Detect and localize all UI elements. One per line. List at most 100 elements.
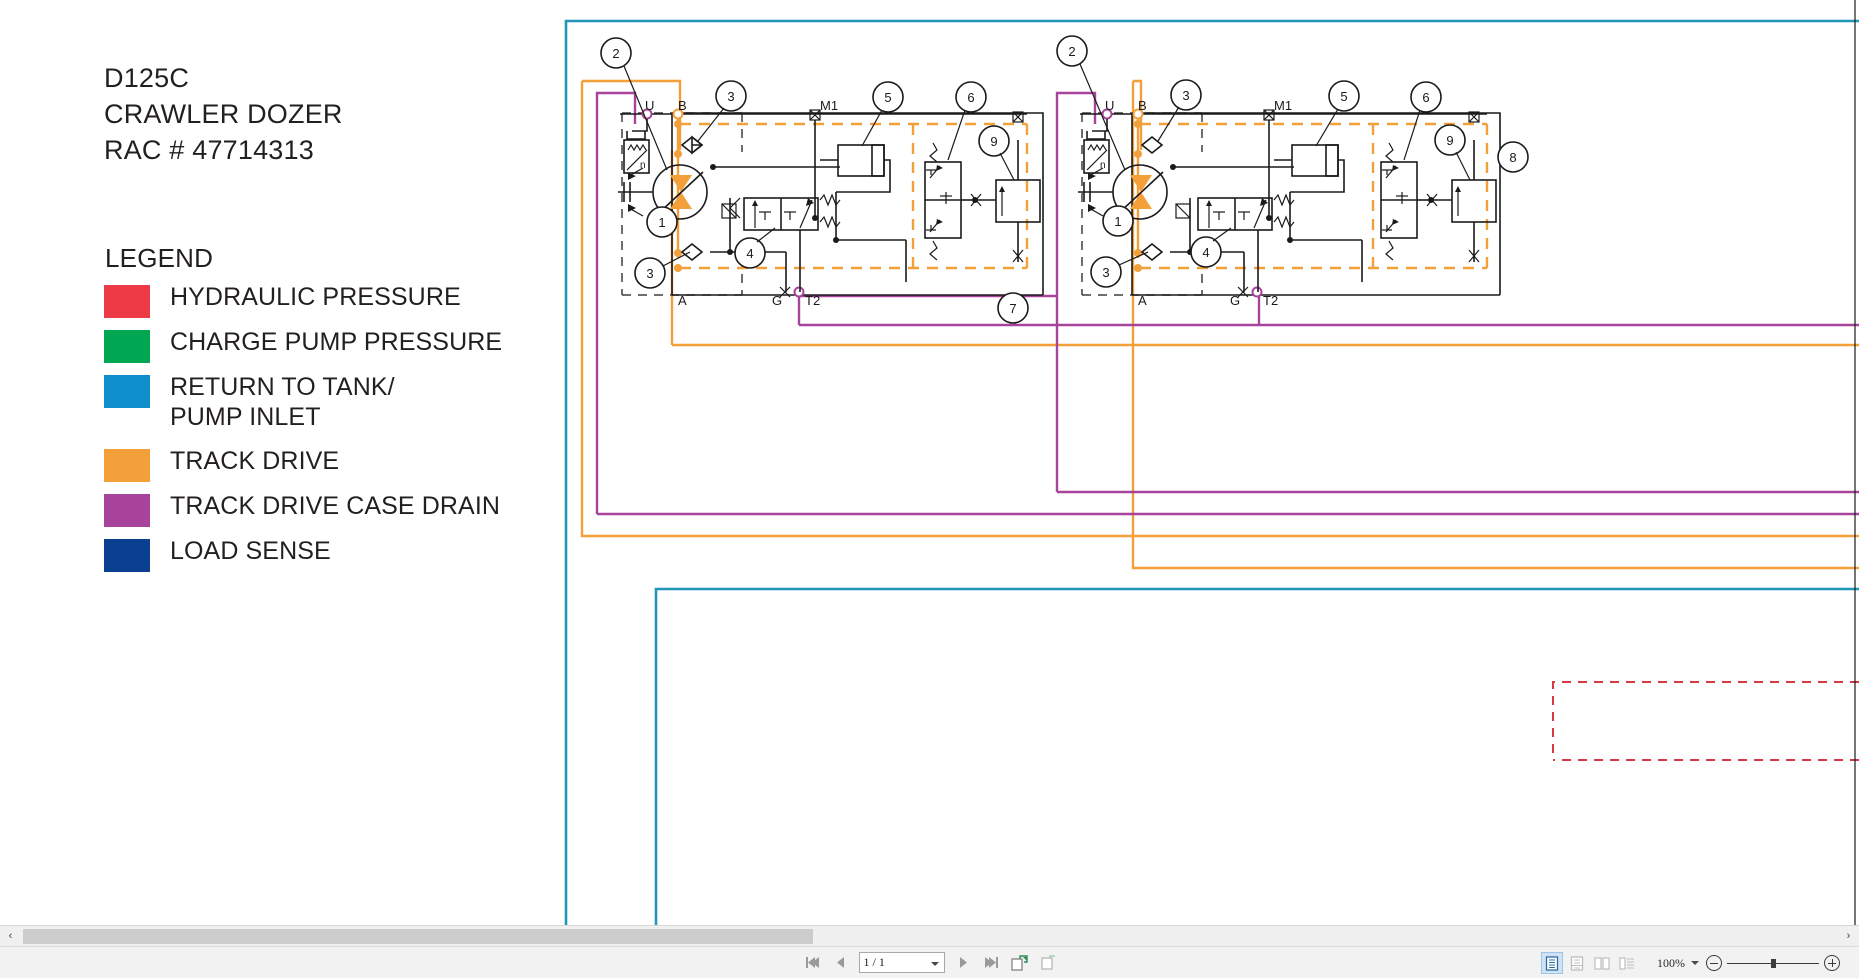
legend-item-track-drive: TRACK DRIVE [104, 446, 502, 491]
title-line-2: CRAWLER DOZER [104, 99, 343, 129]
zoom-out-button[interactable] [1706, 955, 1722, 971]
svg-text:3: 3 [1182, 88, 1189, 103]
legend-item-track-drive-case-drain: TRACK DRIVE CASE DRAIN [104, 491, 502, 536]
chevron-down-icon[interactable] [930, 961, 939, 966]
continuous-page-icon [1570, 955, 1584, 971]
legend-item-load-sense: LOAD SENSE [104, 536, 502, 581]
horizontal-scrollbar[interactable]: ‹ › [0, 925, 1859, 946]
actuator-cylinder-5 [1170, 144, 1345, 193]
test-point-m1 [809, 109, 821, 121]
directional-valve-6 [924, 142, 978, 261]
legend-swatch-track-drive-case-drain [104, 494, 150, 527]
svg-text:3: 3 [646, 266, 653, 281]
previous-page-button[interactable] [831, 953, 850, 973]
port-label-b: B [1138, 98, 1147, 113]
callout-3-upper: 3 [1157, 79, 1202, 142]
legend-swatch-hydraulic-pressure [104, 285, 150, 318]
scroll-right-arrow-icon[interactable]: › [1838, 926, 1859, 946]
svg-text:1: 1 [658, 215, 665, 230]
actuator-cylinder-5 [710, 144, 891, 193]
zoom-slider-handle[interactable] [1771, 959, 1776, 968]
legend-label-return-to-tank: RETURN TO TANK/ PUMP INLET [170, 373, 395, 431]
view-mode-continuous-button[interactable] [1566, 952, 1588, 974]
callout-9: 9 [1434, 124, 1471, 181]
right-track-drive-circuit: U B M1 n [1056, 35, 1529, 308]
svg-text:2: 2 [1068, 44, 1075, 59]
callout-1: 1 [1102, 205, 1134, 237]
legend-swatch-return-to-tank [104, 375, 150, 408]
svg-text:n: n [1100, 160, 1106, 171]
two-up-icon [1594, 956, 1610, 970]
fit-width-icon [1040, 954, 1055, 970]
port-label-g: G [1230, 293, 1240, 308]
page-navigation-group: 1 / 1 [0, 947, 1859, 978]
orifice-valve-9 [970, 111, 1041, 263]
callout-6: 6 [1403, 81, 1442, 161]
view-mode-two-up-button[interactable] [1591, 952, 1613, 974]
svg-text:1: 1 [1114, 214, 1121, 229]
next-page-button[interactable] [954, 953, 973, 973]
callout-9: 9 [978, 125, 1015, 181]
hydraulic-pressure-region-partial [1552, 681, 1859, 761]
document-canvas[interactable]: D125C CRAWLER DOZER RAC # 47714313 LEGEN… [0, 0, 1859, 925]
callout-7: 7 [997, 292, 1029, 324]
fit-page-icon [1010, 954, 1028, 971]
orifice-valve-9 [1426, 111, 1497, 263]
legend-item-return-to-tank: RETURN TO TANK/ PUMP INLET [104, 372, 502, 446]
legend: LEGEND HYDRAULIC PRESSURE CHARGE PUMP PR… [104, 243, 502, 581]
legend-label-hydraulic-pressure: HYDRAULIC PRESSURE [170, 283, 461, 311]
svg-text:9: 9 [990, 134, 997, 149]
horizontal-scrollbar-track[interactable] [21, 928, 1838, 944]
svg-text:8: 8 [1509, 150, 1516, 165]
callout-2: 2 [600, 37, 668, 171]
view-and-zoom-group: 100% [1541, 947, 1845, 978]
legend-item-hydraulic-pressure: HYDRAULIC PRESSURE [104, 282, 502, 327]
legend-label-track-drive: TRACK DRIVE [170, 447, 340, 475]
directional-valve-6 [1380, 142, 1434, 261]
callout-8: 8 [1497, 141, 1529, 173]
check-valve-lower [680, 242, 704, 262]
svg-text:6: 6 [967, 90, 974, 105]
callout-4: 4 [734, 227, 776, 269]
svg-text:4: 4 [1202, 245, 1209, 260]
port-label-g: G [772, 293, 782, 308]
port-label-a: A [678, 293, 687, 308]
view-mode-single-page-button[interactable] [1541, 952, 1563, 974]
track-drive-supply-loop [580, 79, 1859, 570]
legend-label-load-sense: LOAD SENSE [170, 537, 331, 565]
zoom-in-button[interactable] [1824, 955, 1840, 971]
callout-6: 6 [947, 81, 987, 161]
view-mode-two-up-cover-button[interactable] [1616, 952, 1638, 974]
page-number-input[interactable]: 1 / 1 [858, 952, 945, 973]
first-page-icon [805, 957, 819, 968]
port-label-a: A [1138, 293, 1147, 308]
legend-swatch-load-sense [104, 539, 150, 572]
last-page-button[interactable] [982, 953, 1001, 973]
svg-text:6: 6 [1422, 90, 1429, 105]
first-page-button[interactable] [803, 953, 822, 973]
relief-valve-4 [1175, 193, 1295, 231]
legend-label-charge-pump-pressure: CHARGE PUMP PRESSURE [170, 328, 503, 356]
svg-text:5: 5 [884, 90, 891, 105]
port-label-m1: M1 [820, 98, 838, 113]
zoom-dropdown-chevron-icon[interactable] [1691, 961, 1699, 965]
horizontal-scrollbar-thumb[interactable] [23, 928, 813, 944]
svg-text:2: 2 [612, 46, 619, 61]
fit-width-button[interactable] [1038, 953, 1057, 973]
legend-swatch-track-drive [104, 449, 150, 482]
legend-swatch-charge-pump-pressure [104, 330, 150, 363]
svg-text:n: n [640, 160, 646, 171]
svg-text:3: 3 [1102, 265, 1109, 280]
scroll-left-arrow-icon[interactable]: ‹ [0, 926, 21, 946]
zoom-slider[interactable] [1727, 955, 1819, 971]
svg-text:9: 9 [1446, 133, 1453, 148]
fit-page-button[interactable] [1010, 953, 1029, 973]
legend-heading: LEGEND [105, 243, 214, 273]
port-label-t2: T2 [1263, 293, 1278, 308]
page-number-value: 1 / 1 [863, 955, 885, 969]
port-label-b: B [678, 98, 687, 113]
port-g-marker [779, 286, 791, 298]
callout-3-lower: 3 [1090, 251, 1149, 288]
callout-3-upper: 3 [697, 80, 747, 142]
single-page-icon [1545, 955, 1559, 971]
